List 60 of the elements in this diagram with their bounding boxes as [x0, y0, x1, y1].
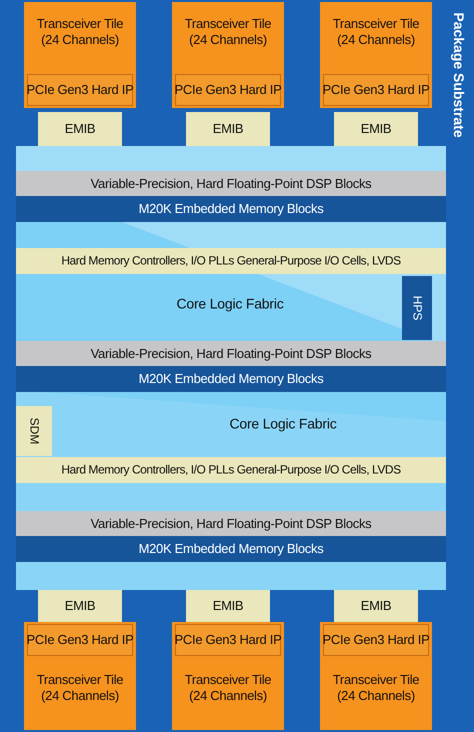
- substrate-label: Package Substrate: [450, 12, 467, 138]
- fpga-die: [16, 146, 446, 590]
- band-label: M20K Embedded Memory Blocks: [138, 200, 324, 218]
- ip-label: PCIe Gen3 Hard IP: [174, 632, 282, 648]
- bridge-block: [334, 590, 418, 622]
- hard-ip-block: [323, 74, 429, 106]
- memory-band: [16, 536, 446, 562]
- band-label: Hard Memory Controllers, I/O PLLs General-Purpose I/O Cells, LVDS: [61, 254, 401, 268]
- band-label: Variable-Precision, Hard Floating-Point DSP Blocks: [90, 175, 372, 192]
- hps-block: [402, 276, 432, 340]
- sdm-block: [16, 406, 52, 456]
- hard-ip-block: [175, 624, 281, 656]
- transceiver-tile: [172, 622, 284, 730]
- bridge-label: EMIB: [360, 120, 392, 138]
- tile-label: Transceiver Tile (24 Channels): [36, 672, 124, 704]
- ip-label: PCIe Gen3 Hard IP: [174, 82, 282, 98]
- hard-ip-block: [27, 624, 133, 656]
- sdm-label: SDM: [26, 418, 42, 444]
- transceiver-tile: [24, 2, 136, 108]
- memory-band: [16, 196, 446, 222]
- band-label: Variable-Precision, Hard Floating-Point DSP Blocks: [90, 345, 372, 362]
- transceiver-tile: [172, 2, 284, 108]
- band-label: M20K Embedded Memory Blocks: [138, 370, 324, 388]
- hps-label: HPS: [410, 296, 424, 320]
- ip-label: PCIe Gen3 Hard IP: [322, 632, 430, 648]
- bridge-label: EMIB: [212, 120, 244, 138]
- bridge-block: [38, 590, 122, 622]
- bridge-block: [38, 112, 122, 146]
- ip-label: PCIe Gen3 Hard IP: [26, 82, 134, 98]
- tile-label: Transceiver Tile (24 Channels): [332, 672, 420, 704]
- transceiver-tile: [320, 622, 432, 730]
- bridge-label: EMIB: [64, 120, 96, 138]
- hard-ip-block: [175, 74, 281, 106]
- hard-ip-block: [323, 624, 429, 656]
- ip-label: PCIe Gen3 Hard IP: [26, 632, 134, 648]
- dsp-band: [16, 341, 446, 366]
- transceiver-tile: [24, 622, 136, 730]
- bridge-label: EMIB: [212, 598, 244, 614]
- dsp-band: [16, 171, 446, 196]
- ip-label: PCIe Gen3 Hard IP: [322, 82, 430, 98]
- bridge-block: [186, 112, 270, 146]
- bridge-block: [334, 112, 418, 146]
- bridge-label: EMIB: [64, 598, 96, 614]
- tile-label: Transceiver Tile (24 Channels): [184, 16, 272, 48]
- io-band: [16, 248, 446, 274]
- fabric-label: Core Logic Fabric: [229, 415, 337, 433]
- tile-label: Transceiver Tile (24 Channels): [184, 672, 272, 704]
- memory-band: [16, 366, 446, 392]
- dsp-band: [16, 511, 446, 536]
- io-band: [16, 457, 446, 483]
- band-label: Variable-Precision, Hard Floating-Point DSP Blocks: [90, 515, 372, 532]
- bridge-label: EMIB: [360, 598, 392, 614]
- hard-ip-block: [27, 74, 133, 106]
- band-label: Hard Memory Controllers, I/O PLLs General-Purpose I/O Cells, LVDS: [61, 462, 401, 478]
- tile-label: Transceiver Tile (24 Channels): [36, 16, 124, 48]
- band-label: M20K Embedded Memory Blocks: [138, 540, 324, 558]
- bridge-block: [186, 590, 270, 622]
- tile-label: Transceiver Tile (24 Channels): [332, 16, 420, 48]
- fabric-label: Core Logic Fabric: [176, 295, 284, 313]
- transceiver-tile: [320, 2, 432, 108]
